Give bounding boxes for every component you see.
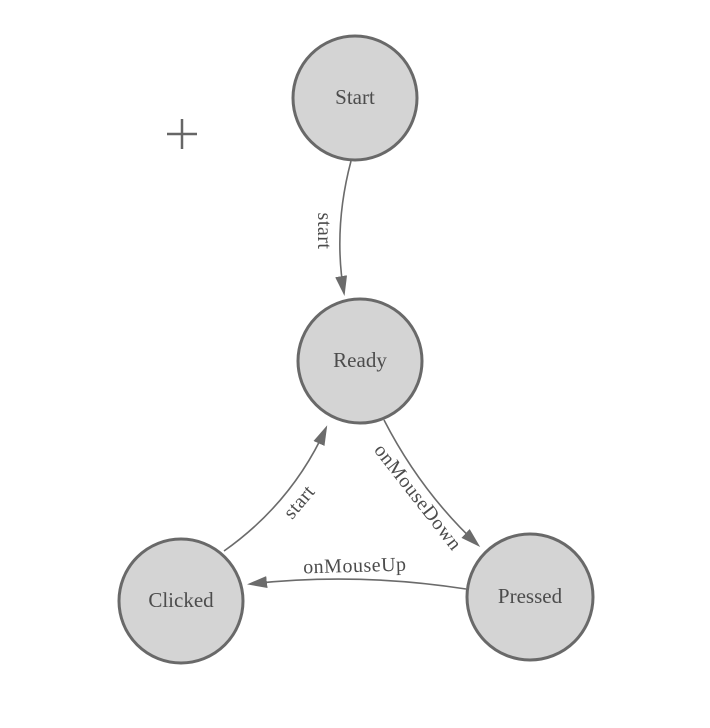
edge-start-to-ready[interactable]: start: [313, 160, 352, 296]
edge-label-pressed-to-clicked: onMouseUp: [303, 554, 407, 579]
edge-path-pressed-to-clicked[interactable]: [247, 576, 467, 590]
state-circle-clicked: [117, 537, 245, 665]
state-label-pressed: Pressed: [498, 584, 563, 608]
edge-path-start-to-ready[interactable]: [335, 160, 352, 296]
state-circle-ready: [296, 297, 424, 425]
state-circle-start: [291, 34, 419, 162]
state-node-start[interactable]: Start: [291, 34, 419, 162]
edge-path-ready-to-pressed[interactable]: [383, 419, 481, 548]
edge-label-clicked-to-ready: start: [279, 481, 320, 523]
edge-label-start-to-ready: start: [313, 213, 335, 250]
state-label-ready: Ready: [333, 348, 387, 372]
edge-clicked-to-ready[interactable]: start: [223, 425, 328, 552]
crosshair-plus-icon: [167, 119, 197, 149]
state-node-ready[interactable]: Ready: [296, 297, 424, 425]
state-label-start: Start: [335, 85, 375, 109]
edge-label-ready-to-pressed: onMouseDown: [369, 440, 466, 555]
state-node-pressed[interactable]: Pressed: [465, 532, 595, 662]
state-node-clicked[interactable]: Clicked: [117, 537, 245, 665]
edge-pressed-to-clicked[interactable]: onMouseUp: [247, 554, 467, 590]
edge-path-clicked-to-ready[interactable]: [223, 425, 328, 552]
edge-ready-to-pressed[interactable]: onMouseDown: [369, 419, 481, 555]
state-circle-pressed: [465, 532, 595, 662]
state-label-clicked: Clicked: [148, 588, 214, 612]
